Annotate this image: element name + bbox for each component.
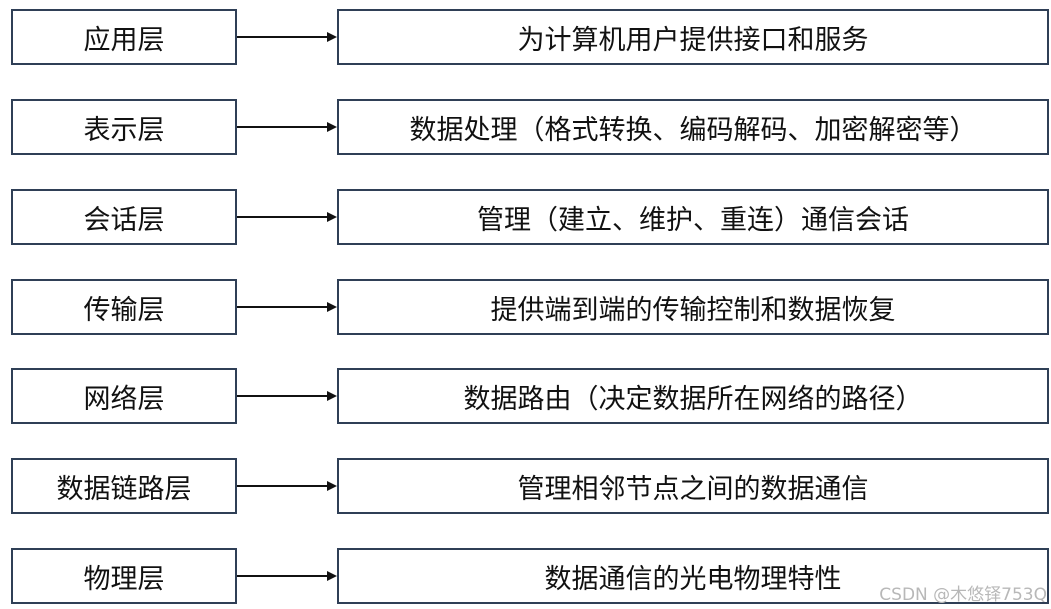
layer-description: 数据路由（决定数据所在网络的路径）	[463, 383, 923, 415]
arrow-right-icon	[237, 481, 337, 491]
arrow-right-icon	[237, 302, 337, 312]
layer-description: 管理（建立、维护、重连）通信会话	[477, 204, 909, 236]
layer-box: 会话层	[11, 189, 237, 245]
layer-description-box: 为计算机用户提供接口和服务	[337, 9, 1049, 65]
layer-name: 会话层	[83, 204, 165, 236]
layer-description: 数据通信的光电物理特性	[544, 563, 842, 595]
layer-description: 管理相邻节点之间的数据通信	[517, 473, 869, 505]
osi-row-data-link: 数据链路层 管理相邻节点之间的数据通信	[0, 458, 1051, 516]
layer-description-box: 数据路由（决定数据所在网络的路径）	[337, 368, 1049, 424]
osi-row-network: 网络层 数据路由（决定数据所在网络的路径）	[0, 368, 1051, 426]
osi-row-application: 应用层 为计算机用户提供接口和服务	[0, 9, 1051, 67]
layer-box: 数据链路层	[11, 458, 237, 514]
watermark: CSDN @木悠铎753Q	[879, 585, 1047, 605]
layer-name: 应用层	[83, 24, 165, 56]
layer-name: 数据链路层	[56, 473, 192, 505]
layer-name: 传输层	[83, 294, 165, 326]
osi-row-transport: 传输层 提供端到端的传输控制和数据恢复	[0, 279, 1051, 337]
osi-row-presentation: 表示层 数据处理（格式转换、编码解码、加密解密等）	[0, 99, 1051, 157]
arrow-right-icon	[237, 122, 337, 132]
layer-box: 物理层	[11, 548, 237, 604]
layer-description: 为计算机用户提供接口和服务	[517, 24, 869, 56]
layer-name: 网络层	[83, 383, 165, 415]
layer-box: 网络层	[11, 368, 237, 424]
arrow-right-icon	[237, 212, 337, 222]
layer-name: 表示层	[83, 114, 165, 146]
layer-description-box: 管理相邻节点之间的数据通信	[337, 458, 1049, 514]
layer-description-box: 提供端到端的传输控制和数据恢复	[337, 279, 1049, 335]
layer-description-box: 管理（建立、维护、重连）通信会话	[337, 189, 1049, 245]
layer-description: 数据处理（格式转换、编码解码、加密解密等）	[409, 114, 977, 146]
layer-box: 传输层	[11, 279, 237, 335]
arrow-right-icon	[237, 571, 337, 581]
osi-row-session: 会话层 管理（建立、维护、重连）通信会话	[0, 189, 1051, 247]
layer-box: 应用层	[11, 9, 237, 65]
layer-description-box: 数据处理（格式转换、编码解码、加密解密等）	[337, 99, 1049, 155]
arrow-right-icon	[237, 391, 337, 401]
osi-row-physical: 物理层 数据通信的光电物理特性	[0, 548, 1051, 606]
layer-description-box: 数据通信的光电物理特性	[337, 548, 1049, 604]
layer-name: 物理层	[83, 563, 165, 595]
arrow-right-icon	[237, 32, 337, 42]
layer-box: 表示层	[11, 99, 237, 155]
layer-description: 提供端到端的传输控制和数据恢复	[490, 294, 896, 326]
